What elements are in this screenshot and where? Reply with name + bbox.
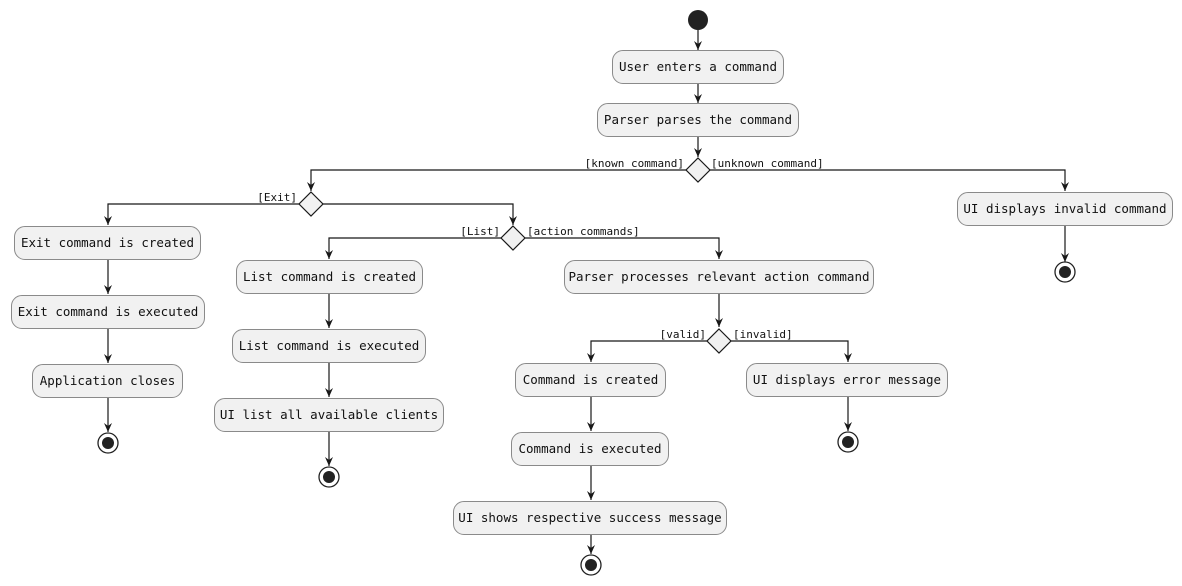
activity-user-enters-command: User enters a command bbox=[612, 50, 784, 84]
guard-known-command: [known command] bbox=[584, 157, 684, 170]
end-node-list bbox=[318, 466, 340, 488]
activity-ui-displays-invalid: UI displays invalid command bbox=[957, 192, 1173, 226]
guard-invalid: [invalid] bbox=[733, 328, 793, 341]
start-node bbox=[688, 10, 708, 30]
end-node-exit bbox=[97, 432, 119, 454]
activity-list-created: List command is created bbox=[236, 260, 423, 294]
decision-known-unknown bbox=[685, 157, 711, 183]
end-node-success bbox=[580, 554, 602, 576]
end-node-error bbox=[837, 431, 859, 453]
decision-exit bbox=[298, 191, 324, 217]
activity-parser-parses-command: Parser parses the command bbox=[597, 103, 799, 137]
activity-ui-list-clients: UI list all available clients bbox=[214, 398, 444, 432]
activity-ui-success-message: UI shows respective success message bbox=[453, 501, 727, 535]
activity-ui-error-message: UI displays error message bbox=[746, 363, 948, 397]
guard-action-commands: [action commands] bbox=[527, 225, 640, 238]
decision-list-action bbox=[500, 225, 526, 251]
guard-exit: [Exit] bbox=[257, 191, 297, 204]
activity-command-executed: Command is executed bbox=[511, 432, 669, 466]
guard-list: [List] bbox=[460, 225, 500, 238]
activity-command-created: Command is created bbox=[515, 363, 666, 397]
activity-application-closes: Application closes bbox=[32, 364, 183, 398]
guard-unknown-command: [unknown command] bbox=[711, 157, 824, 170]
activity-exit-created: Exit command is created bbox=[14, 226, 201, 260]
guard-valid: [valid] bbox=[659, 328, 706, 341]
decision-valid-invalid bbox=[706, 328, 732, 354]
end-node-invalid bbox=[1054, 261, 1076, 283]
activity-list-executed: List command is executed bbox=[232, 329, 426, 363]
activity-exit-executed: Exit command is executed bbox=[11, 295, 205, 329]
activity-parser-processes-action: Parser processes relevant action command bbox=[564, 260, 874, 294]
